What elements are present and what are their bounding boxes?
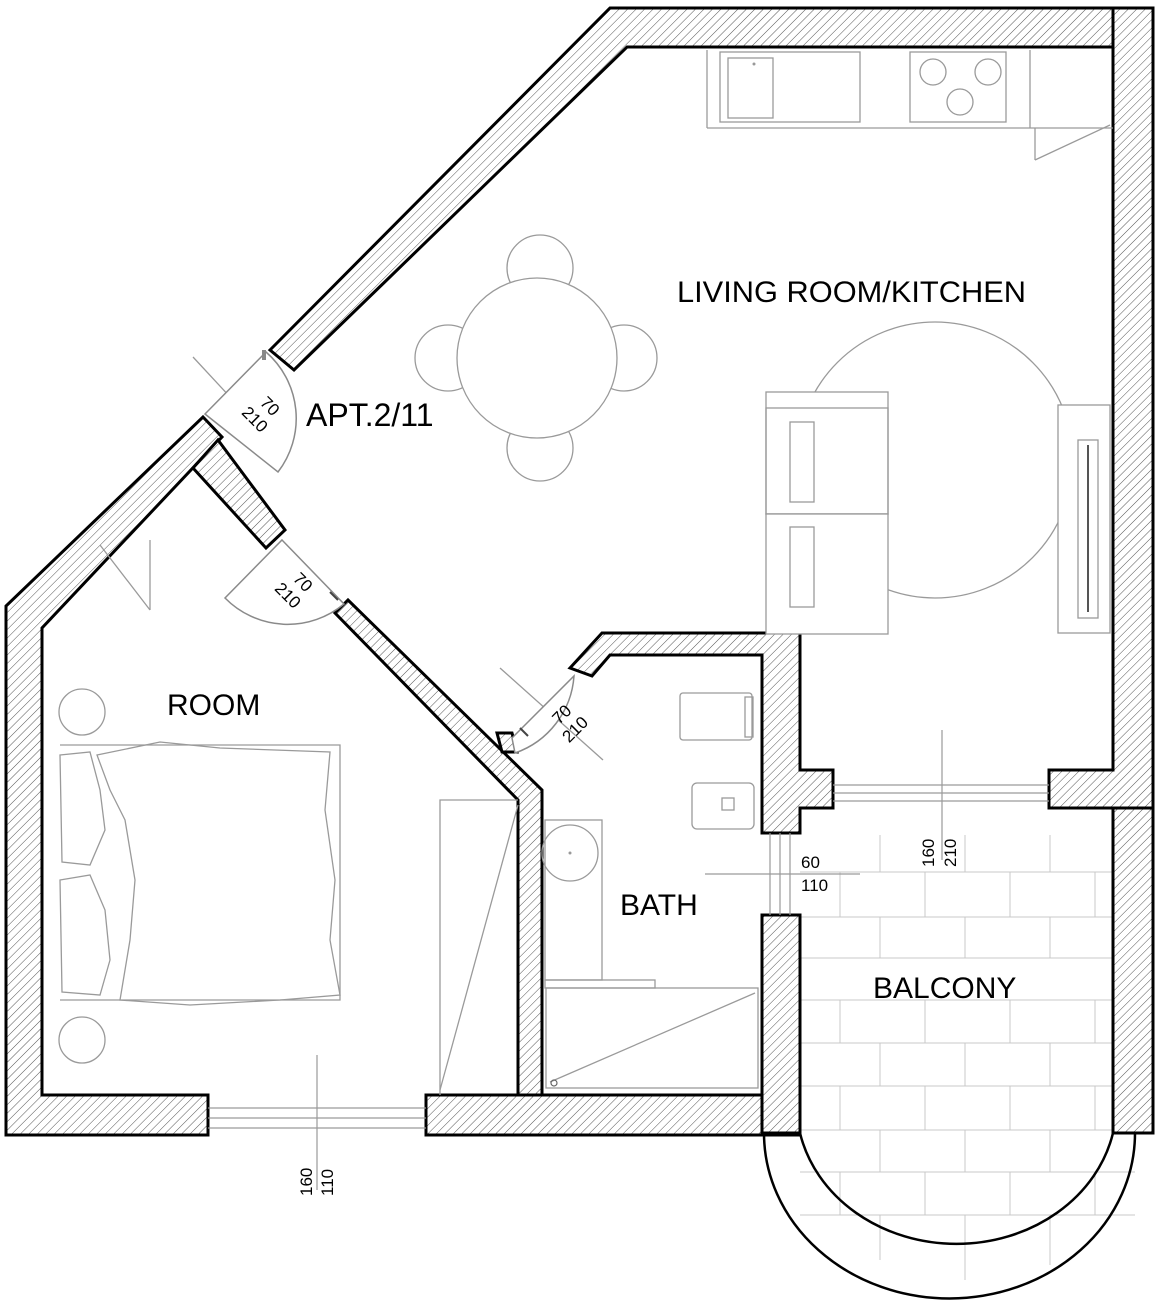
- kitchen-counter: [706, 50, 1113, 161]
- label-living-room: LIVING ROOM/KITCHEN: [677, 276, 1026, 309]
- partition-room-north: [190, 437, 287, 551]
- wall-west: [4, 414, 225, 1137]
- dim-balcony-door-width: 160: [919, 839, 938, 867]
- shower-area: [544, 819, 603, 981]
- wall-north: [267, 6, 1115, 373]
- door-entrance: [192, 350, 297, 474]
- bathtub: [545, 987, 759, 1089]
- dining-table: [456, 277, 618, 439]
- bedroom-furniture: [58, 540, 519, 1095]
- armchair-1: [765, 391, 889, 515]
- label-room: ROOM: [167, 689, 260, 722]
- wall-east: [1047, 6, 1155, 810]
- walls: [4, 6, 1155, 1137]
- dim-balcony-door-height: 210: [941, 839, 960, 867]
- openings: [208, 730, 1049, 1190]
- wall-south: [424, 1093, 802, 1137]
- label-balcony: BALCONY: [873, 972, 1016, 1005]
- sink: [719, 51, 861, 123]
- balcony-tiles: [800, 808, 1135, 1280]
- washbasin: [691, 782, 755, 830]
- dim-room-window-height: 110: [318, 1169, 337, 1196]
- tv-stand: [1057, 404, 1111, 634]
- wall-bath-east: [760, 913, 802, 1135]
- balcony-railing: [762, 1132, 1137, 1300]
- dim-bath-window-height: 110: [801, 876, 828, 895]
- wall-balcony-east: [1111, 806, 1155, 1135]
- door-bath: [499, 667, 604, 761]
- living-furniture: [765, 321, 1111, 635]
- door-room: [223, 538, 346, 626]
- dining-set: [414, 234, 658, 482]
- washing-machine: [679, 692, 753, 741]
- partition-room-bath: [332, 597, 544, 1097]
- dim-room-window: 160 110: [297, 1168, 337, 1196]
- armchair-2: [765, 513, 889, 635]
- stove: [909, 51, 1007, 123]
- dim-room-window-width: 160: [297, 1168, 316, 1196]
- label-apartment: APT.2/11: [306, 397, 433, 433]
- dim-bath-window-width: 60: [801, 853, 820, 872]
- bath-fixtures: [541, 692, 759, 1089]
- dim-balcony-door: 160 210: [919, 839, 960, 867]
- label-bath: BATH: [620, 889, 698, 922]
